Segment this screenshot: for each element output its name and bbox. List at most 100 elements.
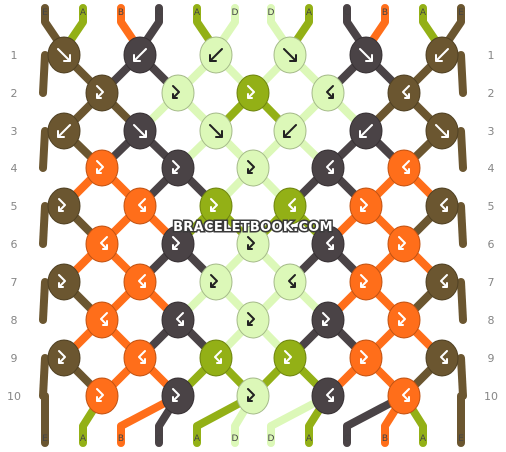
row-label-left: 4 — [11, 162, 18, 175]
thread-segment — [39, 202, 49, 248]
bottom-string-letter: B — [382, 434, 388, 444]
forward-backward-arrow-icon — [96, 160, 104, 174]
knot — [236, 225, 270, 263]
row-label-right: 2 — [488, 87, 495, 100]
knot — [425, 187, 459, 225]
forward-backward-arrow-icon — [247, 388, 255, 402]
row-label-left: 2 — [11, 87, 18, 100]
backward-forward-arrow-icon — [326, 388, 334, 402]
forward-backward-arrow-icon — [172, 388, 180, 402]
backward-arrow-icon — [283, 124, 297, 138]
knot — [387, 149, 421, 187]
row-label-right: 1 — [488, 49, 495, 62]
forward-backward-arrow-icon — [247, 312, 255, 326]
knot — [273, 339, 307, 377]
top-string-letter: C — [156, 8, 162, 18]
top-string-letter: E — [458, 8, 464, 18]
thread-segment — [39, 278, 49, 324]
top-string-letter: A — [194, 8, 201, 18]
knot — [161, 74, 195, 112]
top-string-letter: E — [42, 8, 48, 18]
thread-segment — [457, 354, 467, 400]
knot — [236, 149, 270, 187]
backward-arrow-icon — [209, 48, 223, 62]
forward-arrow-icon — [435, 124, 449, 138]
knot — [199, 187, 233, 225]
knot — [123, 36, 157, 74]
bottom-string-letter: A — [194, 434, 201, 444]
thread-segment — [457, 51, 467, 97]
backward-forward-arrow-icon — [138, 350, 146, 364]
backward-arrow-icon — [133, 48, 147, 62]
row-label-right: 6 — [488, 238, 495, 251]
thread-segment — [39, 127, 49, 172]
knot — [123, 263, 157, 301]
knot — [47, 263, 81, 301]
forward-arrow-icon — [133, 124, 147, 138]
bottom-string-letter: D — [232, 434, 239, 444]
bottom-string-end — [193, 392, 257, 447]
backward-forward-arrow-icon — [440, 198, 448, 212]
row-label-right: 10 — [484, 390, 498, 403]
forward-backward-arrow-icon — [172, 85, 180, 99]
watermark-text: BRACELETBOOK.COM — [173, 220, 333, 235]
knot — [199, 339, 233, 377]
top-string-letter: A — [306, 8, 313, 18]
knot — [349, 36, 383, 74]
backward-forward-arrow-icon — [326, 85, 334, 99]
forward-backward-arrow-icon — [398, 236, 406, 250]
bottom-string-letter: E — [458, 434, 464, 444]
bottom-string-end — [343, 392, 408, 447]
top-string-letter: D — [232, 8, 239, 18]
knot — [425, 36, 459, 74]
knot — [349, 112, 383, 150]
thread-segment — [457, 202, 467, 248]
knot — [199, 36, 233, 74]
backward-forward-arrow-icon — [402, 388, 410, 402]
knot — [123, 187, 157, 225]
row-label-left: 1 — [11, 49, 18, 62]
knot — [236, 377, 270, 415]
bottom-string-letter: A — [306, 434, 313, 444]
knot — [85, 74, 119, 112]
knot — [273, 187, 307, 225]
forward-backward-arrow-icon — [247, 236, 255, 250]
knot — [236, 301, 270, 339]
bottom-string-letter: A — [420, 434, 427, 444]
backward-arrow-icon — [435, 48, 449, 62]
knot — [273, 112, 307, 150]
knot — [161, 225, 195, 263]
knot — [273, 263, 307, 301]
top-string-letter: B — [118, 8, 124, 18]
row-label-left: 7 — [11, 276, 18, 289]
row-label-left: 8 — [11, 314, 18, 327]
row-label-right: 7 — [488, 276, 495, 289]
forward-backward-arrow-icon — [398, 312, 406, 326]
forward-backward-arrow-icon — [96, 85, 104, 99]
bottom-string-letter: E — [42, 434, 48, 444]
forward-backward-arrow-icon — [96, 388, 104, 402]
forward-backward-arrow-icon — [210, 274, 218, 288]
backward-forward-arrow-icon — [402, 160, 410, 174]
backward-arrow-icon — [57, 124, 71, 138]
row-label-right: 9 — [488, 352, 495, 365]
forward-backward-arrow-icon — [247, 160, 255, 174]
top-string-letter: C — [344, 8, 350, 18]
backward-forward-arrow-icon — [402, 85, 410, 99]
thread-segment — [39, 51, 49, 97]
bottom-string-letter: B — [118, 434, 124, 444]
knot — [311, 301, 345, 339]
knot — [47, 339, 81, 377]
knot — [199, 263, 233, 301]
bottom-string-letter: C — [344, 434, 350, 444]
knot — [387, 74, 421, 112]
bottom-string-end — [267, 392, 332, 447]
top-string-letter: B — [382, 8, 388, 18]
knot-layer — [47, 36, 459, 415]
knot — [161, 149, 195, 187]
forward-arrow-icon — [57, 48, 71, 62]
forward-backward-arrow-icon — [360, 274, 368, 288]
backward-forward-arrow-icon — [288, 274, 296, 288]
row-label-right: 8 — [488, 314, 495, 327]
